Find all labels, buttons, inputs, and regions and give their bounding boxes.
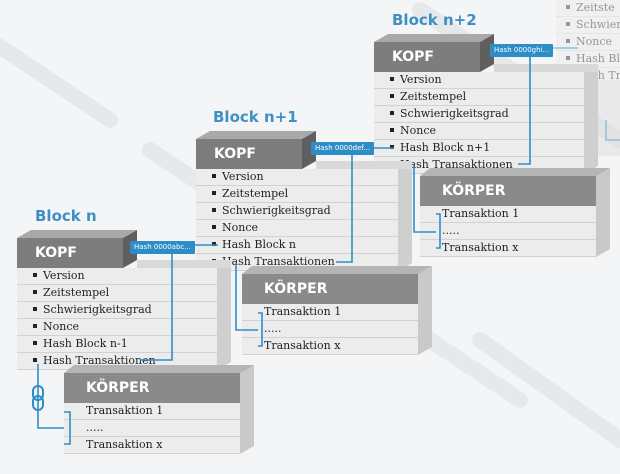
body-header: KÖRPER	[420, 176, 596, 206]
fields-side-face	[584, 64, 598, 174]
body-top-face	[420, 168, 610, 176]
header-field: Schwierigkeitsgrad	[374, 106, 584, 123]
header-field: Zeitstempel	[17, 285, 217, 302]
header-field: Nonce	[17, 319, 217, 336]
transaction-item: .....	[242, 321, 418, 338]
body-side-face	[418, 266, 432, 355]
block-header-fields: Version Zeitstempel Schwierigkeitsgrad N…	[374, 72, 584, 174]
header-field: Nonce	[374, 123, 584, 140]
fields-top-face	[316, 161, 412, 169]
body-header: KÖRPER	[242, 274, 418, 304]
header-top-face	[196, 131, 316, 139]
block-n-plus-3-body	[598, 80, 620, 156]
block-title: Block n+2	[392, 11, 477, 29]
block-header-fields: Version Zeitstempel Schwierigkeitsgrad N…	[196, 169, 398, 271]
transaction-item: Transaktion x	[242, 338, 418, 355]
transaction-list: Transaktion 1 ..... Transaktion x	[420, 206, 596, 257]
transaction-item: Transaktion x	[64, 437, 240, 454]
body-header: KÖRPER	[64, 373, 240, 403]
fields-top-face	[137, 260, 231, 268]
header-field: Nonce	[556, 34, 620, 51]
hash-label: Hash 0000ghi...	[490, 44, 554, 57]
header-field: Schwierigkeitsgrad	[196, 203, 398, 220]
header-field: Zeitste	[556, 0, 620, 17]
transaction-item: Transaktion x	[420, 240, 596, 257]
transaction-item: .....	[420, 223, 596, 240]
header-field: Version	[196, 169, 398, 186]
block-header-fields: Version Zeitstempel Schwierigkeitsgrad N…	[17, 268, 217, 370]
block-title: Block n+1	[213, 108, 298, 126]
transaction-item: .....	[64, 420, 240, 437]
body-top-face	[64, 365, 254, 373]
header-field: Hash Block n	[196, 237, 398, 254]
transaction-item: Transaktion 1	[420, 206, 596, 223]
block-header: KOPF	[17, 238, 123, 268]
transaction-item: Transaktion 1	[64, 403, 240, 420]
connector-block-n-transactions	[37, 364, 64, 429]
header-field: Zeitstempel	[196, 186, 398, 203]
fields-top-face	[494, 64, 598, 72]
fields-side-face	[217, 260, 231, 370]
body-side-face	[596, 168, 610, 257]
transaction-item: Transaktion 1	[242, 304, 418, 321]
header-top-face	[374, 34, 494, 42]
fields-side-face	[398, 161, 412, 271]
header-side-face	[480, 34, 494, 72]
header-field: Schwierigkeitsgrad	[17, 302, 217, 319]
header-field: Zeitstempel	[374, 89, 584, 106]
header-side-face	[302, 131, 316, 169]
header-field: Version	[17, 268, 217, 285]
body-top-face	[242, 266, 432, 274]
block-header: KOPF	[196, 139, 302, 169]
transaction-list: Transaktion 1 ..... Transaktion x	[64, 403, 240, 454]
block-header: KOPF	[374, 42, 480, 72]
block-title: Block n	[35, 207, 97, 225]
header-field: Version	[374, 72, 584, 89]
header-field: Hash Block n+1	[374, 140, 584, 157]
hash-label: Hash 0000abc...	[130, 241, 195, 254]
header-top-face	[17, 230, 137, 238]
header-field: Nonce	[196, 220, 398, 237]
header-field: Hash Block n-1	[17, 336, 217, 353]
header-field: Schwieri	[556, 17, 620, 34]
chain-link-icon	[32, 385, 44, 411]
transaction-list: Transaktion 1 ..... Transaktion x	[242, 304, 418, 355]
body-side-face	[240, 365, 254, 454]
hash-label: Hash 0000def...	[311, 142, 375, 155]
